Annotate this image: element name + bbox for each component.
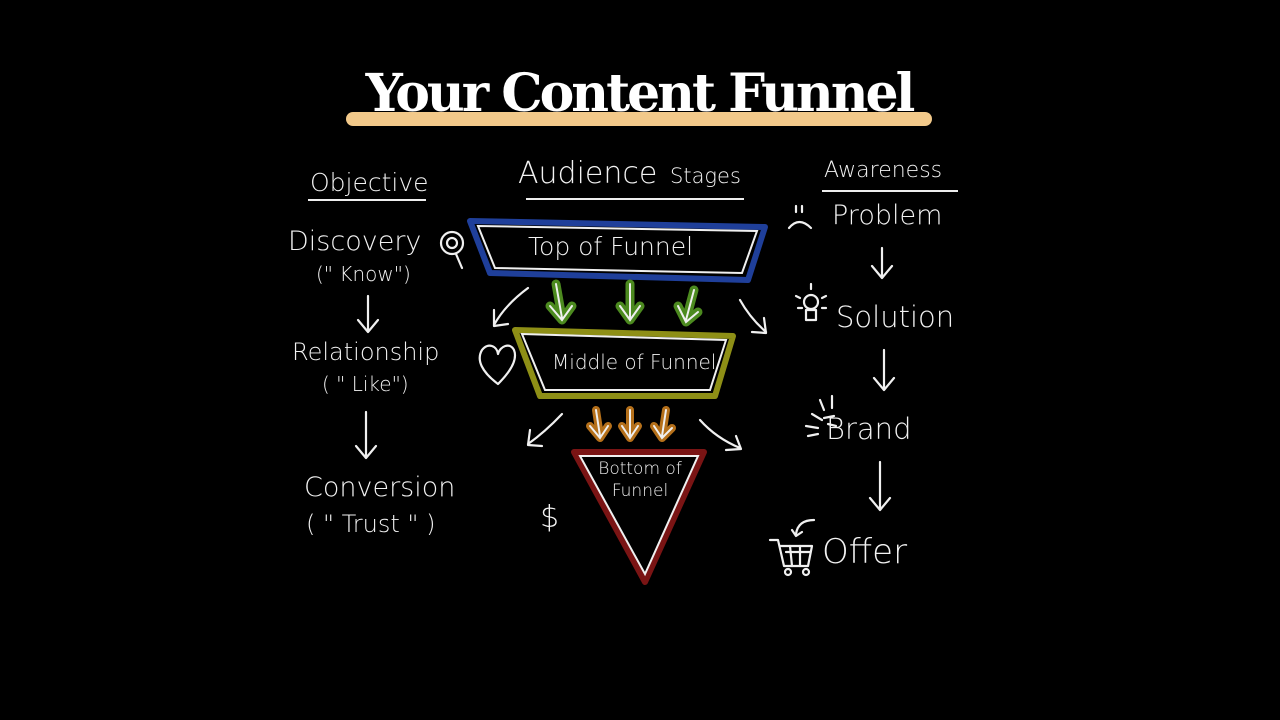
top-funnel-shape xyxy=(467,218,768,283)
title-highlight-bar xyxy=(346,112,932,126)
awareness-arrow-1 xyxy=(870,246,894,280)
shopping-cart-icon xyxy=(768,518,816,577)
awareness-offer: Offer xyxy=(822,532,908,572)
audience-header-suffix: Stages xyxy=(670,164,741,188)
objective-arrow-1 xyxy=(356,294,380,334)
awareness-header: Awareness xyxy=(824,158,943,183)
lightbulb-icon xyxy=(794,282,828,322)
awareness-problem: Problem xyxy=(832,200,943,231)
side-arrow-mid-left xyxy=(526,412,564,448)
top-funnel-outline xyxy=(476,224,759,275)
objective-relationship-sub: ( " Like") xyxy=(322,372,409,396)
objective-discovery: Discovery xyxy=(288,226,422,257)
awareness-arrow-2 xyxy=(872,348,896,392)
objective-conversion: Conversion xyxy=(304,472,456,503)
bottom-funnel-shape xyxy=(571,449,707,585)
awareness-header-underline xyxy=(822,190,958,192)
objective-arrow-2 xyxy=(354,410,378,460)
objective-conversion-sub: ( " Trust " ) xyxy=(306,510,436,538)
middle-funnel-shape xyxy=(512,327,736,399)
awareness-arrow-3 xyxy=(868,460,892,512)
awareness-solution: Solution xyxy=(836,300,955,334)
side-arrow-mid-right xyxy=(698,418,743,452)
awareness-brand: Brand xyxy=(826,412,912,446)
stage-bottom-label: Bottom of Funnel xyxy=(598,459,682,501)
green-arrow-3 xyxy=(673,285,703,327)
objective-relationship: Relationship xyxy=(292,338,440,366)
side-arrow-top-left xyxy=(492,286,530,328)
stage-middle-label: Middle of Funnel xyxy=(552,350,717,374)
heart-icon xyxy=(478,344,517,386)
sad-face-icon xyxy=(787,204,813,230)
bottom-funnel-outline xyxy=(578,455,700,577)
stage-top-label: Top of Funnel xyxy=(528,232,694,261)
objective-discovery-sub: (" Know") xyxy=(316,262,411,286)
audience-header-underline xyxy=(526,198,744,200)
objective-header-underline xyxy=(308,199,426,201)
side-arrow-top-right xyxy=(738,298,768,335)
middle-funnel-outline xyxy=(520,332,728,391)
green-arrows xyxy=(545,279,703,327)
title-block: Your Content Funnel xyxy=(346,62,932,128)
dollar-icon: $ xyxy=(540,500,560,535)
page-title: Your Content Funnel xyxy=(365,63,916,124)
audience-header: Audience xyxy=(518,156,658,191)
sparkle-icon xyxy=(804,394,838,438)
objective-header: Objective xyxy=(310,168,429,197)
magnifier-icon xyxy=(439,230,465,270)
